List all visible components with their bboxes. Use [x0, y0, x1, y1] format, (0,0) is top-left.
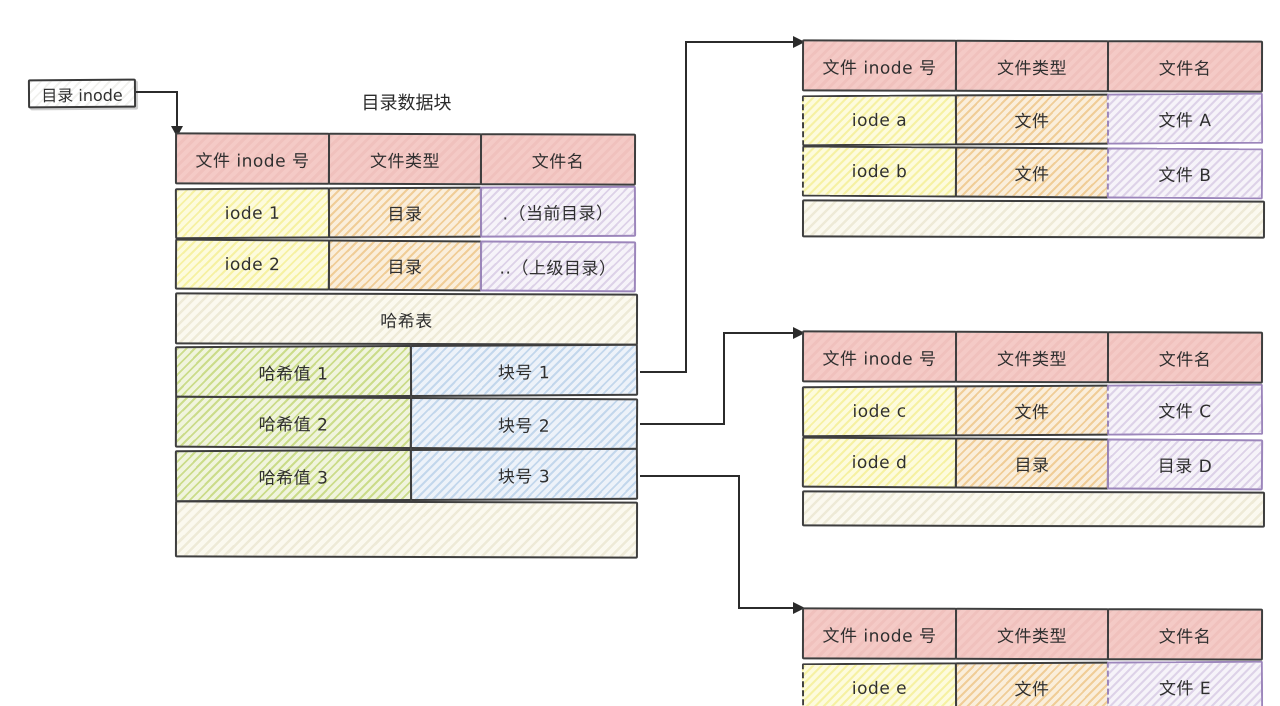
hash-table-title: 哈希表 [174, 292, 639, 346]
cell-inode: iode e [801, 662, 958, 706]
col-header-type: 文件类型 [954, 330, 1110, 384]
cell-filename: 目录 D [1106, 438, 1264, 491]
cell-filename: 文件 B [1106, 147, 1264, 200]
cell-hash-value: 哈希值 3 [174, 448, 413, 503]
table-row: iode 2 目录 ..（上级目录） [174, 238, 638, 293]
cell-block-number: 块号 1 [409, 343, 639, 397]
col-header-type: 文件类型 [954, 39, 1110, 93]
empty-cell [801, 199, 1266, 239]
arrow-inode-to-table-line [136, 91, 178, 127]
directory-inode-label: 目录 inode [41, 85, 123, 105]
arrow-block1-line [640, 41, 794, 373]
cell-inode: iode 1 [174, 187, 331, 240]
col-header-filename: 文件名 [1106, 608, 1264, 661]
block-table-3: 文件 inode 号 文件类型 文件名 iode e 文件 文件 E [801, 607, 1265, 706]
empty-cell [174, 500, 639, 559]
arrowhead-down-icon [171, 126, 183, 137]
table-row: iode b 文件 文件 B [801, 145, 1265, 200]
block-table-2: 文件 inode 号 文件类型 文件名 iode c 文件 文件 C iode … [801, 330, 1266, 529]
cell-type: 文件 [954, 146, 1110, 199]
cell-filename: 文件 E [1106, 660, 1264, 706]
arrowhead-right-icon [793, 327, 805, 339]
cell-filename: ..（上级目录） [479, 240, 637, 293]
arrowhead-right-icon [793, 36, 805, 48]
cell-block-number: 块号 2 [409, 397, 639, 451]
cell-type: 文件 [954, 93, 1110, 146]
cell-inode: iode b [801, 145, 958, 198]
table-row: iode a 文件 文件 A [801, 92, 1265, 147]
cell-type: 文件 [954, 661, 1110, 706]
col-header-inode: 文件 inode 号 [801, 607, 958, 660]
table-header-row: 文件 inode 号 文件类型 文件名 [174, 132, 638, 186]
table-row: iode 1 目录 .（当前目录） [174, 185, 638, 240]
empty-cell [801, 490, 1266, 528]
cell-filename: 文件 C [1106, 383, 1264, 436]
empty-row [174, 500, 639, 559]
arrowhead-right-icon [793, 602, 805, 614]
hash-table-title-row: 哈希表 [174, 292, 639, 346]
cell-block-number: 块号 3 [409, 447, 639, 501]
cell-type: 目录 [327, 239, 483, 292]
main-table: 文件 inode 号 文件类型 文件名 iode 1 目录 .（当前目录） io… [174, 132, 639, 560]
cell-filename: .（当前目录） [479, 185, 637, 238]
directory-inode-box: 目录 inode [27, 78, 137, 109]
cell-filename: 文件 A [1106, 92, 1264, 145]
col-header-filename: 文件名 [1106, 40, 1264, 93]
hash-row: 哈希值 2 块号 2 [174, 395, 639, 451]
col-header-inode: 文件 inode 号 [801, 330, 958, 383]
arrow-block3-line [640, 475, 794, 609]
table-header-row: 文件 inode 号 文件类型 文件名 [801, 330, 1265, 384]
cell-hash-value: 哈希值 1 [174, 344, 413, 399]
cell-type: 目录 [327, 186, 483, 239]
empty-row [801, 490, 1266, 528]
empty-row [801, 199, 1266, 239]
cell-inode: iode 2 [174, 238, 331, 291]
cell-inode: iode d [801, 436, 958, 489]
cell-inode: iode a [801, 94, 958, 147]
main-table-title: 目录数据块 [361, 93, 452, 114]
cell-type: 目录 [954, 437, 1110, 490]
hash-row: 哈希值 1 块号 1 [174, 343, 639, 399]
hash-row: 哈希值 3 块号 3 [174, 447, 639, 503]
table-header-row: 文件 inode 号 文件类型 文件名 [801, 607, 1265, 661]
table-row: iode d 目录 目录 D [801, 436, 1265, 491]
col-header-type: 文件类型 [327, 132, 483, 186]
block-table-1: 文件 inode 号 文件类型 文件名 iode a 文件 文件 A iode … [801, 39, 1266, 240]
table-row: iode c 文件 文件 C [801, 383, 1265, 438]
col-header-inode: 文件 inode 号 [801, 39, 958, 92]
cell-inode: iode c [801, 385, 958, 438]
col-header-type: 文件类型 [954, 607, 1110, 661]
col-header-inode: 文件 inode 号 [174, 132, 331, 185]
table-row: iode e 文件 文件 E [801, 660, 1265, 706]
col-header-filename: 文件名 [479, 133, 637, 186]
col-header-filename: 文件名 [1106, 331, 1264, 384]
cell-hash-value: 哈希值 2 [174, 395, 413, 450]
arrow-block2-line [640, 332, 794, 425]
table-header-row: 文件 inode 号 文件类型 文件名 [801, 39, 1265, 93]
cell-type: 文件 [954, 384, 1110, 437]
